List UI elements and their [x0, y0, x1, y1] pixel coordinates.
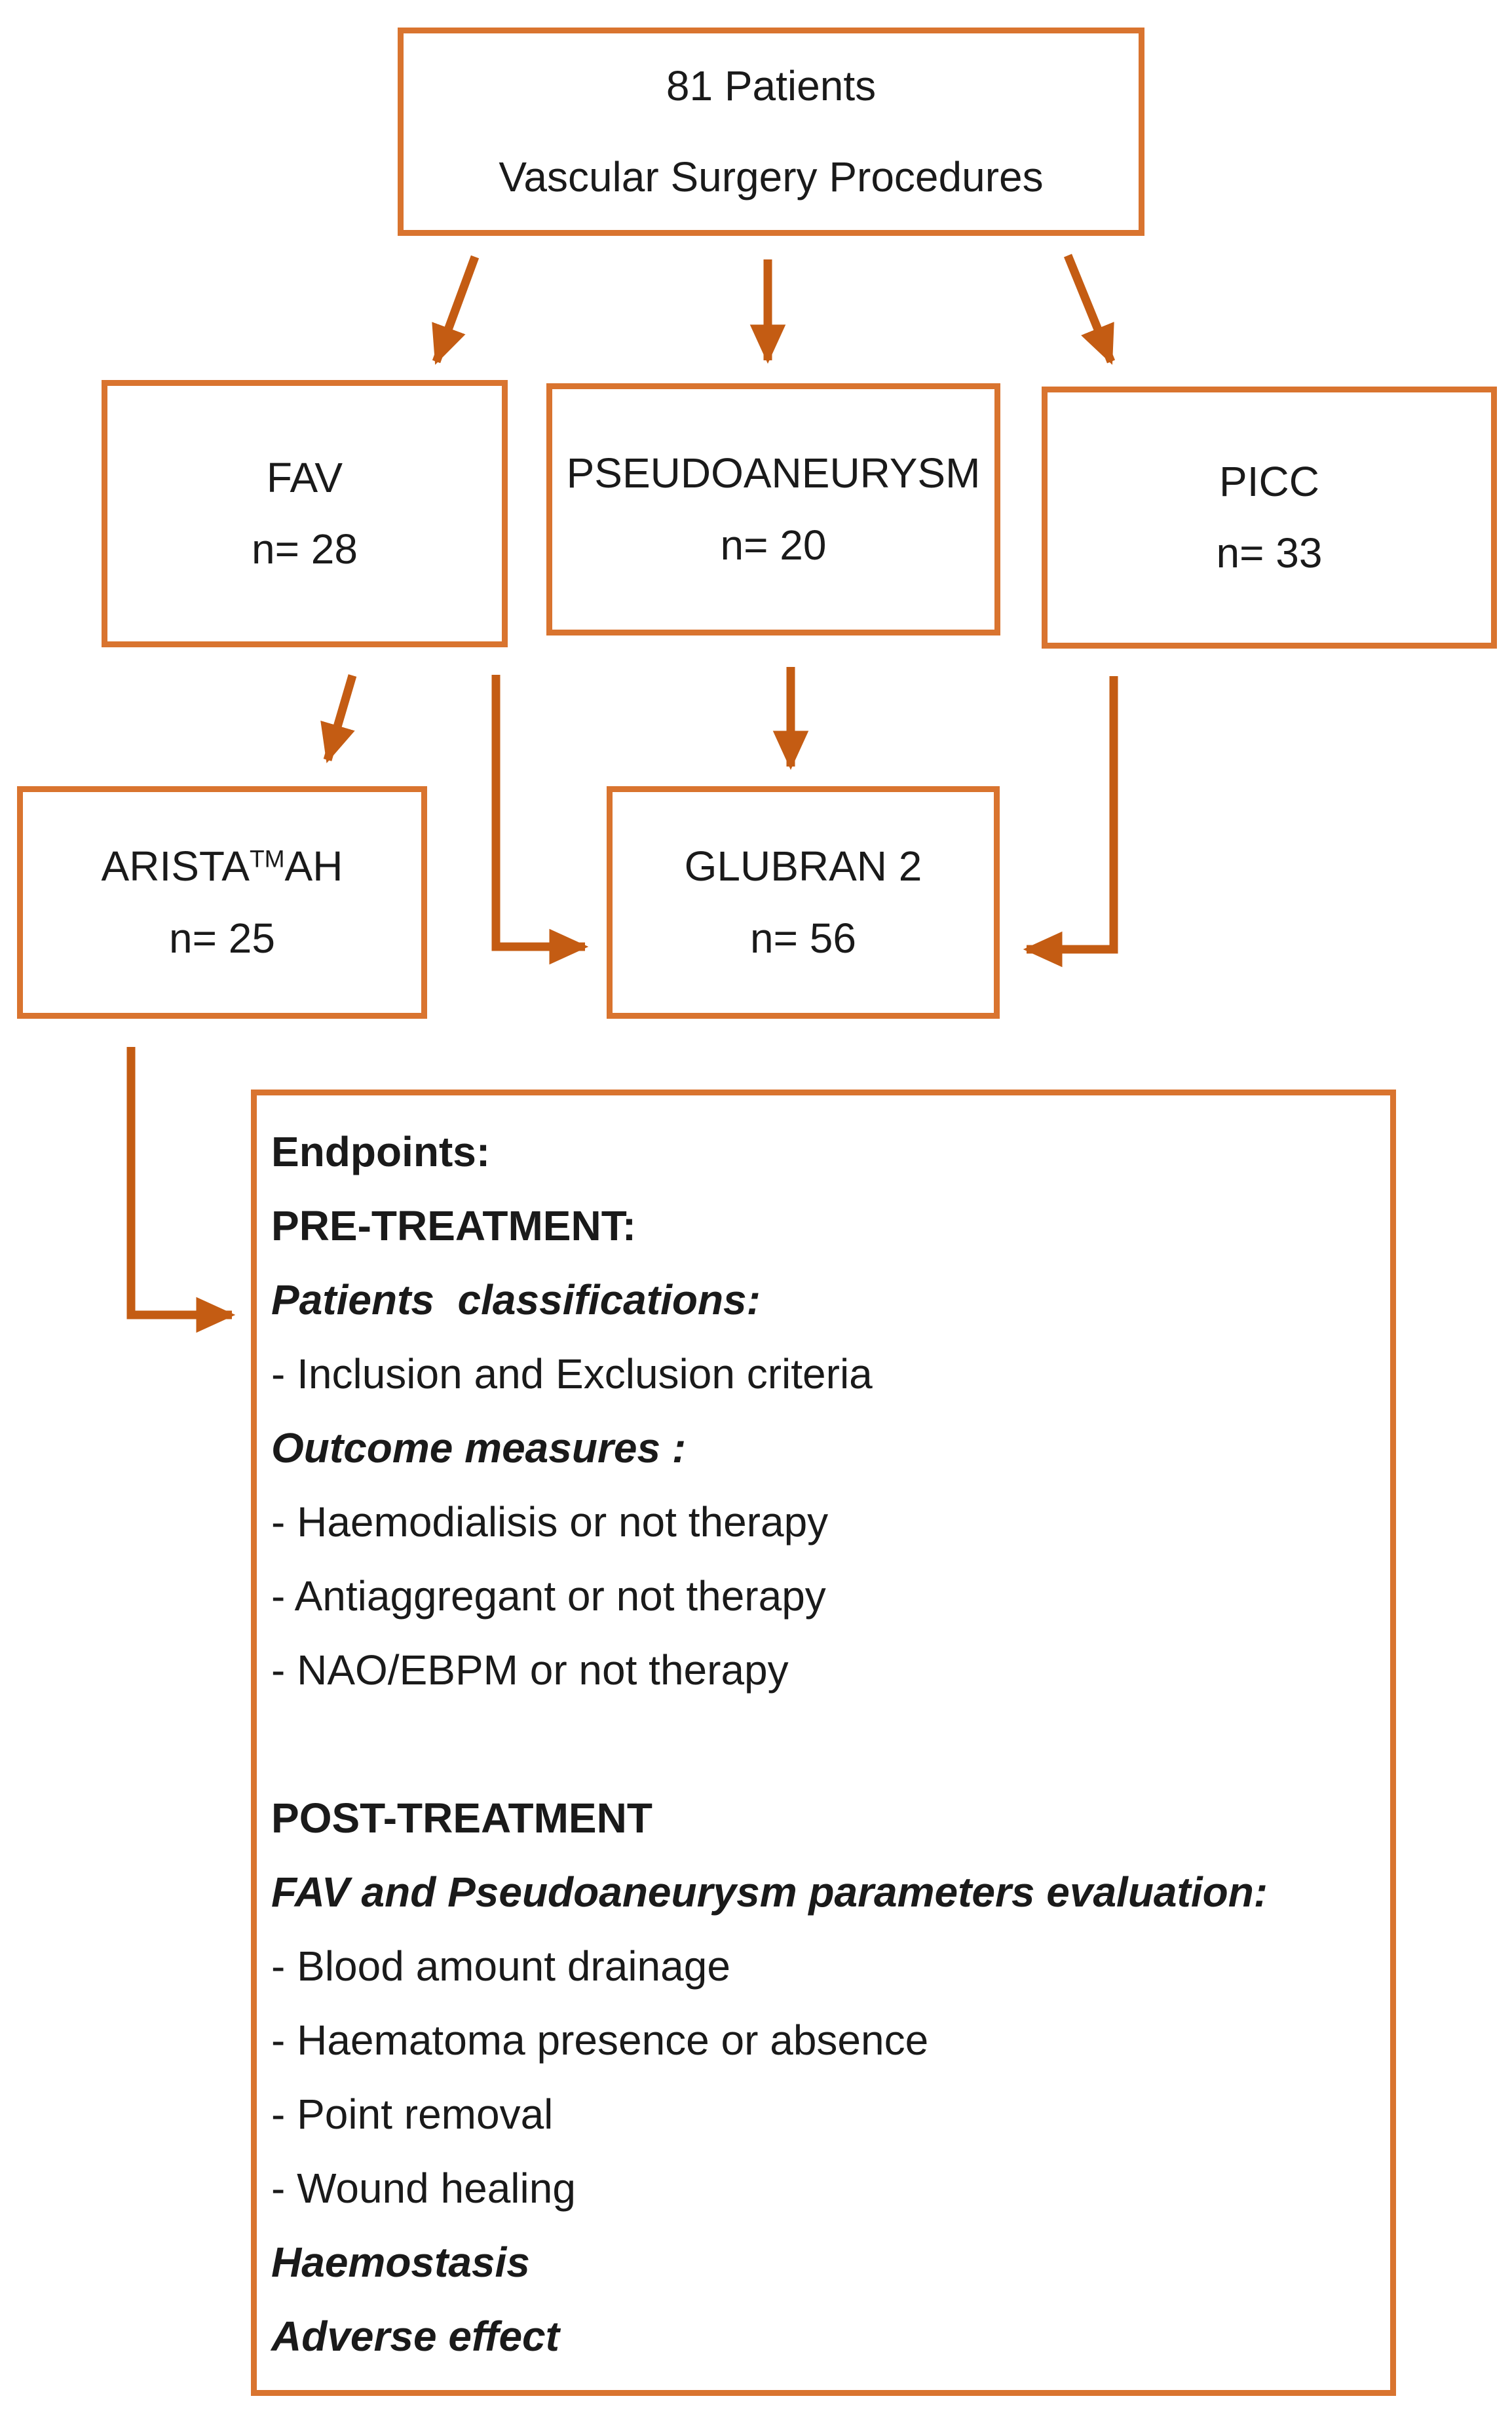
patients-count-label: 81 Patients: [666, 62, 877, 110]
arrow-fav-to-arista: [320, 674, 357, 763]
pseudoaneurysm-label: PSEUDOANEURYSM: [566, 449, 981, 497]
picc-box: PICC n= 33: [1042, 387, 1497, 649]
patients-total-box: 81 Patients Vascular Surgery Procedures: [398, 28, 1144, 236]
fav-label: FAV: [266, 453, 343, 501]
fav-count: n= 28: [252, 525, 358, 573]
wound-healing-item: - Wound healing: [271, 2165, 576, 2212]
patients-classifications-heading: Patients classifications:: [271, 1276, 761, 1323]
arista-label-suffix: AH: [284, 843, 343, 890]
pseudoaneurysm-box: PSEUDOANEURYSM n= 20: [546, 383, 1000, 635]
picc-label: PICC: [1219, 457, 1319, 505]
nao-ebpm-item: - NAO/EBPM or not therapy: [271, 1646, 789, 1694]
parameters-evaluation-heading: FAV and Pseudoaneurysm parameters evalua…: [271, 1868, 1268, 1916]
connector-picc-to-glubran: [1023, 676, 1118, 968]
endpoints-box: Endpoints: PRE-TREATMENT: Patients class…: [251, 1090, 1396, 2396]
haemostasis-heading: Haemostasis: [271, 2239, 530, 2286]
trademark-superscript: TM: [249, 844, 285, 873]
procedures-label: Vascular Surgery Procedures: [499, 153, 1044, 200]
picc-count: n= 33: [1216, 529, 1323, 577]
glubran-box: GLUBRAN 2 n= 56: [607, 786, 1000, 1019]
arista-box: ARISTATMAH n= 25: [17, 786, 427, 1019]
arista-label-prefix: ARISTA: [101, 843, 250, 890]
point-removal-item: - Point removal: [271, 2091, 554, 2138]
arrow-patients-to-fav: [432, 255, 480, 365]
blood-drainage-item: - Blood amount drainage: [271, 1943, 730, 1990]
inclusion-exclusion-item: - Inclusion and Exclusion criteria: [271, 1350, 873, 1397]
glubran-count: n= 56: [750, 914, 856, 962]
pseudoaneurysm-count: n= 20: [720, 521, 827, 569]
arista-label: ARISTATMAH: [102, 839, 343, 894]
outcome-measures-heading: Outcome measures :: [271, 1424, 687, 1471]
haematoma-item: - Haematoma presence or absence: [271, 2017, 929, 2064]
arista-count: n= 25: [169, 914, 275, 962]
glubran-label: GLUBRAN 2: [684, 843, 922, 890]
antiaggregant-item: - Antiaggregant or not therapy: [271, 1572, 826, 1620]
pre-treatment-heading: PRE-TREATMENT:: [271, 1202, 636, 1249]
arrow-patients-to-picc: [1063, 254, 1116, 365]
connector-arista-to-endpoints: [126, 1047, 236, 1333]
connector-fav-to-glubran: [491, 675, 589, 965]
endpoints-heading: Endpoints:: [271, 1128, 491, 1175]
fav-box: FAV n= 28: [102, 380, 508, 647]
post-treatment-heading: POST-TREATMENT: [271, 1794, 652, 1842]
adverse-effect-heading: Adverse effect: [271, 2313, 559, 2360]
haemodialisis-item: - Haemodialisis or not therapy: [271, 1498, 829, 1546]
